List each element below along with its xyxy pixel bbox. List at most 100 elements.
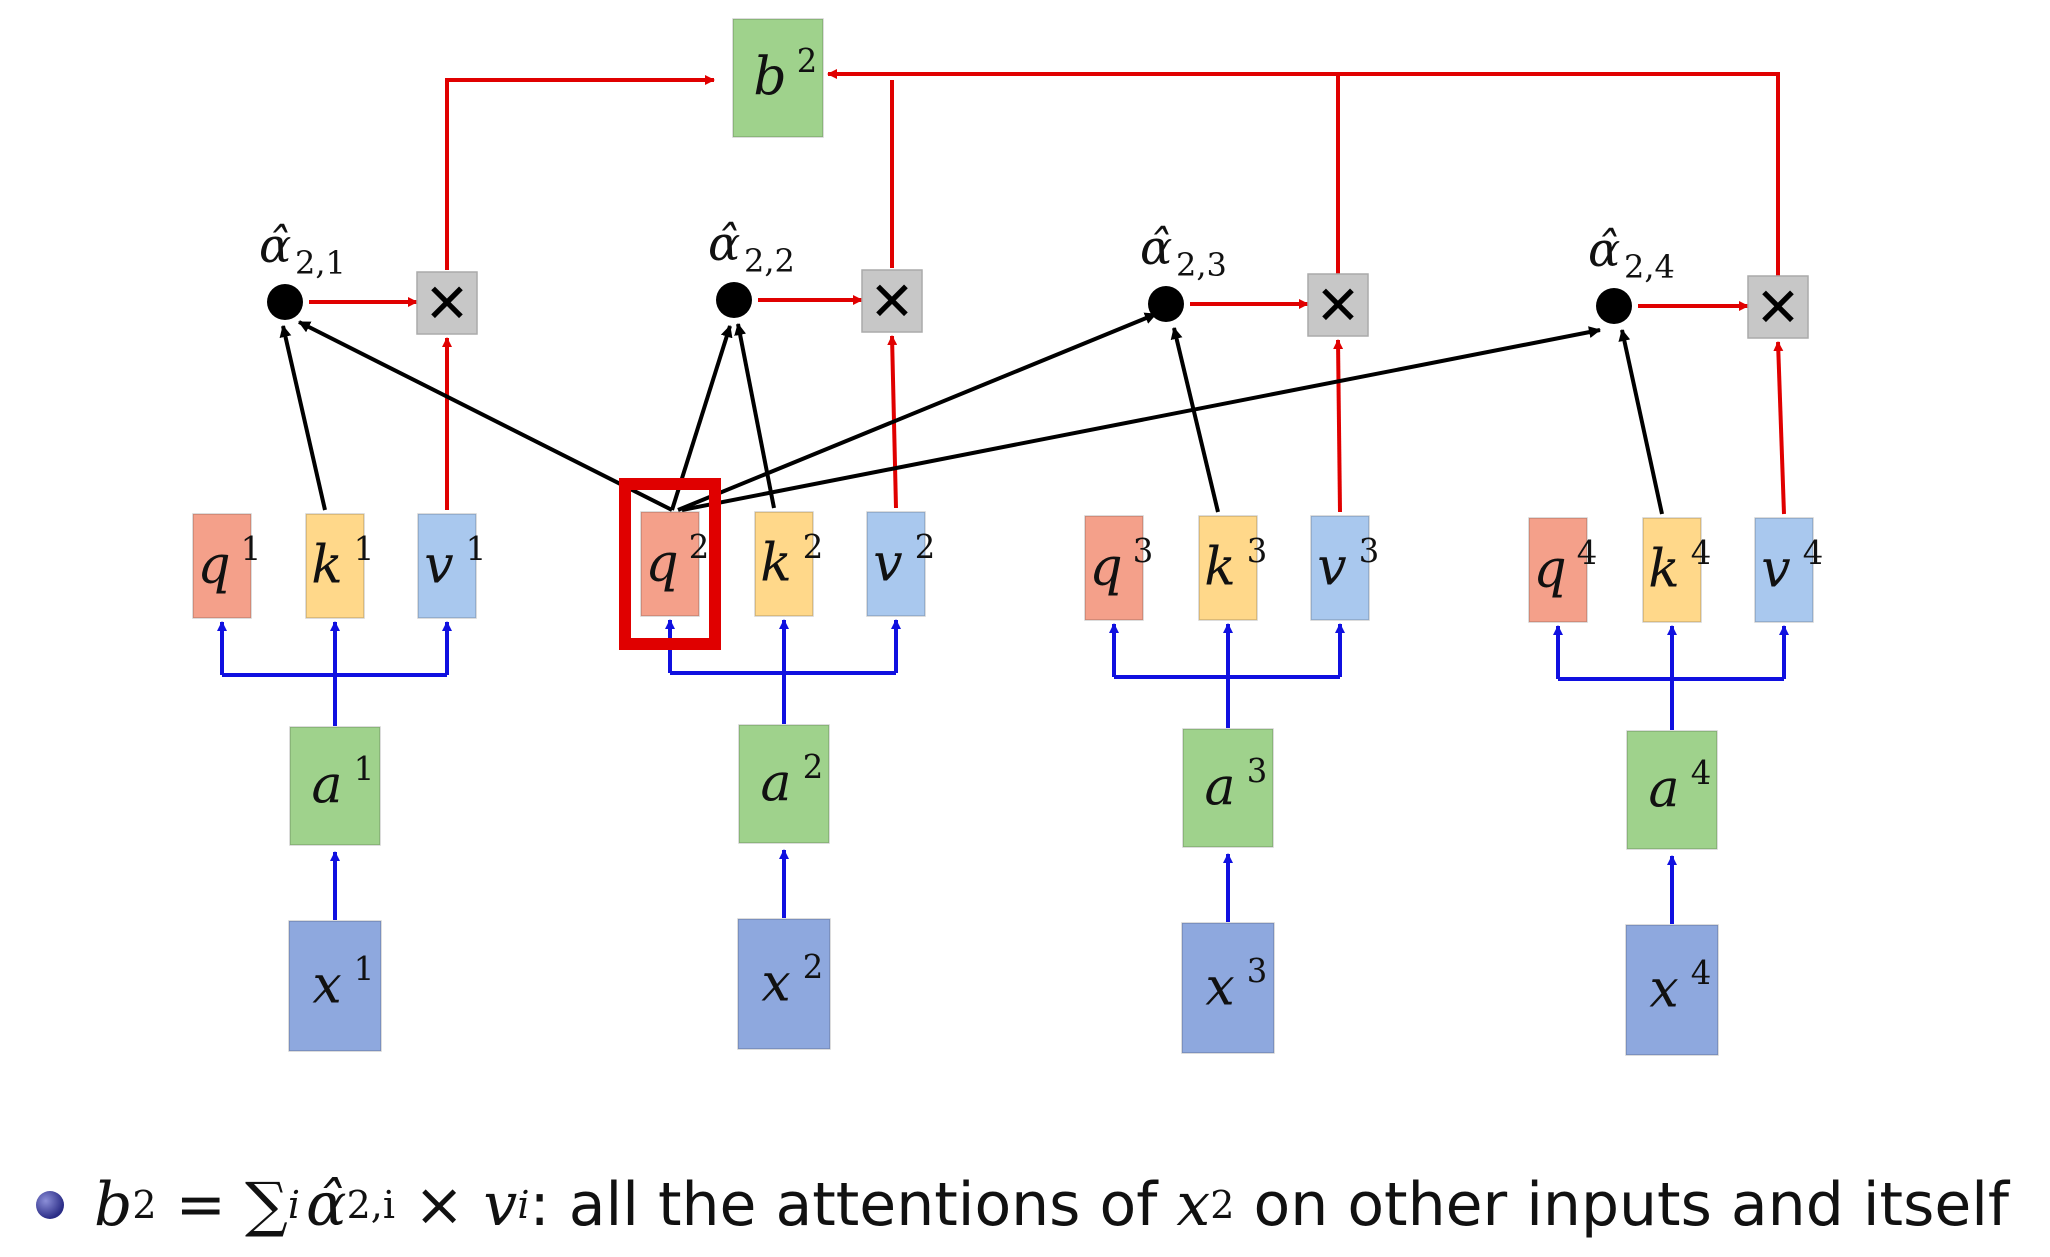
x-box-1-sup: 1 <box>354 950 375 988</box>
multiply-box-rect-1 <box>416 271 478 335</box>
q-box-1-label: q <box>197 536 230 596</box>
v-box-1-rect <box>417 513 477 619</box>
alpha-label-1: α̂ <box>259 218 291 274</box>
arrow-q2-to-alpha-3 <box>677 312 1157 512</box>
alpha-dot-1 <box>267 284 303 320</box>
arrow-k-to-alpha-3 <box>1170 327 1220 513</box>
x-box-3-rect <box>1181 922 1275 1054</box>
caption-colon: : <box>529 1170 569 1240</box>
x-box-3-sup: 3 <box>1247 952 1268 990</box>
caption-x-sup: 2 <box>1210 1183 1235 1227</box>
caption-v-sup: i <box>517 1183 530 1227</box>
multiply-box-rect-2 <box>861 269 923 333</box>
a-box-3-sup: 3 <box>1247 752 1268 790</box>
alpha-dot-4 <box>1596 288 1632 324</box>
multiply-box-rect-3 <box>1307 273 1369 337</box>
v-box-3-label: v <box>1317 538 1346 598</box>
bullet-icon <box>36 1191 64 1219</box>
k-box-1-rect <box>305 513 365 619</box>
arrow-q2-to-alpha-1 <box>298 320 673 512</box>
q-box-4-sup: 4 <box>1577 534 1598 572</box>
caption-eq: = <box>156 1170 246 1240</box>
q-box-2-sup: 2 <box>689 528 710 566</box>
connection-lines <box>217 69 1789 924</box>
a-box-4-sup: 4 <box>1691 754 1712 792</box>
q-box-4-label: q <box>1533 540 1566 600</box>
caption-alpha-sub: 2,i <box>346 1183 395 1227</box>
caption-text2: on other inputs and itself <box>1234 1170 2010 1240</box>
a-box-1-label: a <box>311 756 342 816</box>
caption-b: b <box>94 1170 133 1240</box>
caption-alpha: α̂ <box>306 1170 347 1240</box>
arrow-mul1-to-b <box>445 75 715 270</box>
output-b-box-sup: 2 <box>797 42 818 80</box>
alpha-dot-3 <box>1148 286 1184 322</box>
x-box-4-label: x <box>1649 960 1678 1020</box>
x-box-4-sup: 4 <box>1691 954 1712 992</box>
alpha-sub-1: 2,1 <box>295 244 346 282</box>
k-box-2-sup: 2 <box>803 528 824 566</box>
v-box-3-rect <box>1310 515 1370 621</box>
multiply-box-3: ✕ <box>1307 273 1369 337</box>
multiply-box-1: ✕ <box>416 271 478 335</box>
k-box-4-rect <box>1642 517 1702 623</box>
q-box-3-label: q <box>1089 538 1122 598</box>
caption-v: v <box>483 1170 518 1240</box>
caption-x: x <box>1176 1170 1211 1240</box>
q-box-2-label: q <box>645 534 678 594</box>
arrow-k-to-alpha-4 <box>1618 329 1664 515</box>
q-box-3-rect <box>1084 515 1144 621</box>
arrow-v-to-mul-4 <box>1773 341 1786 515</box>
x-box-1-label: x <box>312 956 341 1016</box>
q-box-4-rect <box>1528 517 1588 623</box>
alpha-label-3: α̂ <box>1140 220 1172 276</box>
q-box-3-sup: 3 <box>1133 532 1154 570</box>
k-box-3-sup: 3 <box>1247 532 1268 570</box>
arrow-k-to-alpha-2 <box>734 323 776 509</box>
k-box-2-rect <box>754 511 814 617</box>
x-box-2-label: x <box>761 954 790 1014</box>
arrow-k-to-alpha-1 <box>279 325 327 511</box>
v-box-2-sup: 2 <box>915 528 936 566</box>
multiply-box-2: ✕ <box>861 269 923 333</box>
x-box-2-rect <box>737 918 831 1050</box>
query-highlight-box <box>619 478 721 650</box>
a-box-3-label: a <box>1204 758 1235 818</box>
a-box-3-rect <box>1182 728 1274 848</box>
alpha-sub-3: 2,3 <box>1176 246 1227 284</box>
v-box-4-label: v <box>1761 540 1790 600</box>
a-box-4-label: a <box>1648 760 1679 820</box>
a-box-1-rect <box>289 726 381 846</box>
multiply-icon-1: ✕ <box>424 272 469 335</box>
v-box-1-sup: 1 <box>466 530 487 568</box>
k-box-4-label: k <box>1648 540 1680 600</box>
q-box-1-rect <box>192 513 252 619</box>
k-box-3-rect <box>1198 515 1258 621</box>
a-box-2-rect <box>738 724 830 844</box>
k-box-1-sup: 1 <box>354 530 375 568</box>
a-box-2-label: a <box>760 754 791 814</box>
multiply-icon-2: ✕ <box>869 270 914 333</box>
a-box-4-rect <box>1626 730 1718 850</box>
v-box-2-label: v <box>873 534 902 594</box>
v-box-4-rect <box>1754 517 1814 623</box>
caption-b-sup: 2 <box>132 1183 157 1227</box>
a-box-2-sup: 2 <box>803 748 824 786</box>
k-box-2-label: k <box>760 534 792 594</box>
